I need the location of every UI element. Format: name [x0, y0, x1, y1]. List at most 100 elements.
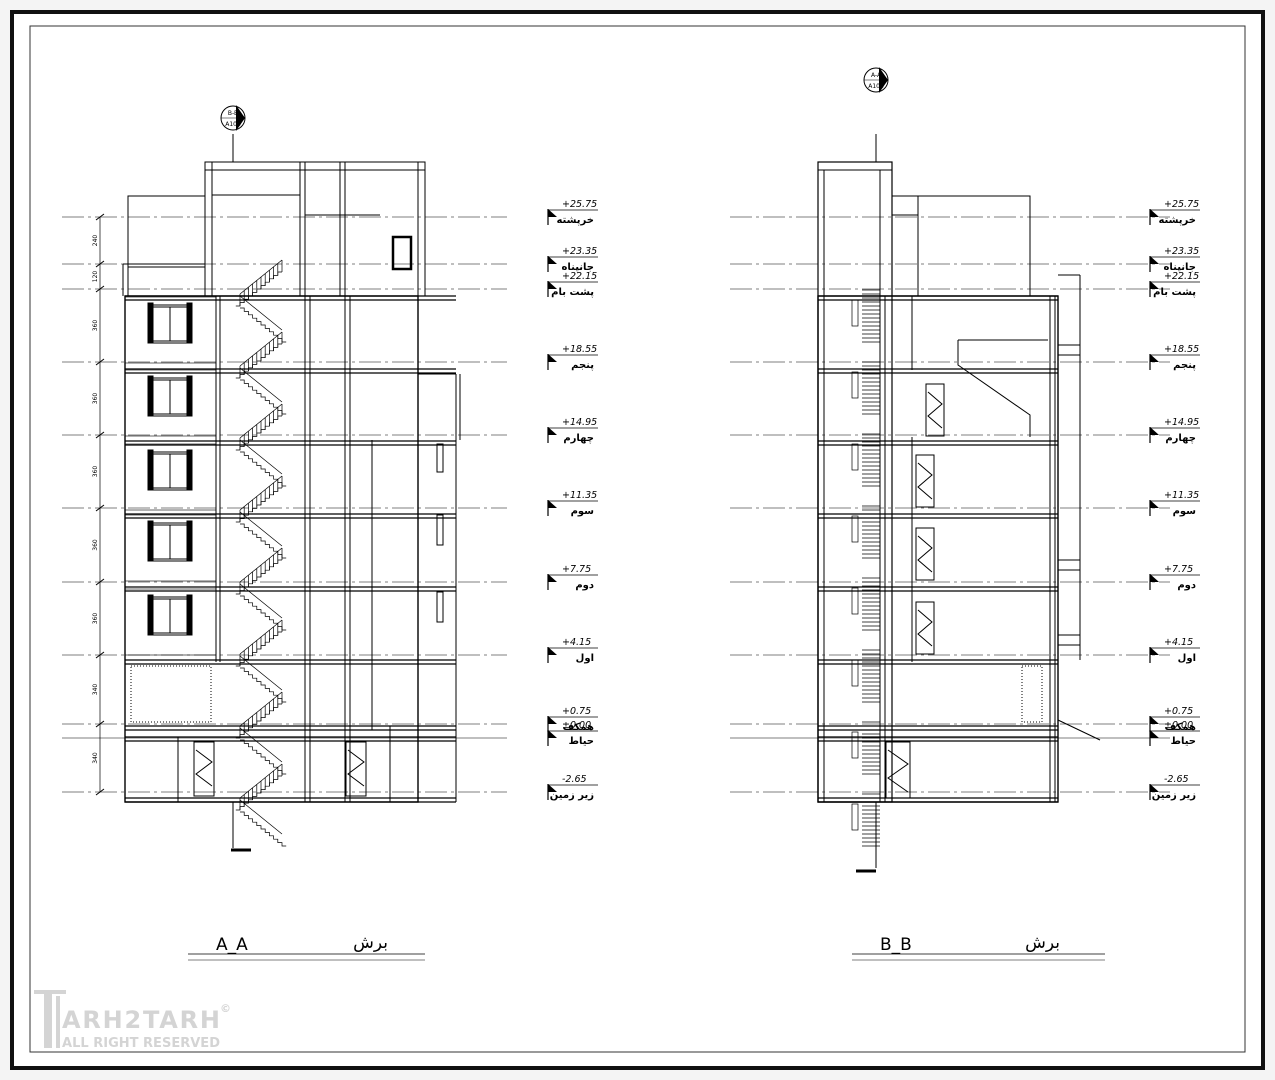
level-name: زیر زمین — [550, 790, 594, 801]
level-value: +23.35 — [562, 246, 597, 257]
stair-flight — [235, 763, 287, 847]
level-value: +18.55 — [1164, 344, 1199, 355]
dimension-label: 360 — [92, 393, 99, 405]
level-name: جانپناه — [1163, 262, 1196, 273]
tag-sheet-label: A103 — [225, 121, 241, 128]
drawing-title: B_B برش — [852, 930, 1105, 961]
watermark-tagline: ALL RIGHT RESERVED — [62, 1036, 220, 1051]
level-name: جانپناه — [561, 262, 594, 273]
level-value: -2.65 — [562, 774, 587, 785]
level-value: +7.75 — [562, 564, 591, 575]
stair-flight — [851, 289, 880, 343]
level-name: پشت بام — [551, 287, 594, 298]
window — [124, 588, 217, 656]
window — [124, 514, 217, 582]
level-name: چهارم — [1165, 433, 1196, 444]
level-marker: +23.35 جانپناه +23.35 جانپناه — [62, 246, 1200, 273]
window — [124, 369, 217, 437]
stair-flight — [235, 403, 287, 487]
level-value: +25.75 — [562, 199, 597, 210]
level-name: پنجم — [1173, 360, 1196, 371]
stair-flight — [851, 793, 880, 847]
dimension-label: 360 — [92, 466, 99, 478]
level-value: +22.15 — [1164, 271, 1199, 282]
level-marker: +22.15 پشت بام +22.15 پشت بام — [62, 271, 1200, 298]
outer-border — [10, 10, 1265, 1070]
level-value: +14.95 — [1164, 417, 1199, 428]
inner-border — [29, 25, 1246, 1053]
level-value: +11.35 — [1164, 490, 1199, 501]
drawing-titles: A_A برش B_B برش — [188, 930, 1105, 961]
level-value: +11.35 — [562, 490, 597, 501]
stair-flight — [235, 691, 287, 775]
level-name: خرپشته — [1158, 215, 1196, 226]
title-code: A_A — [216, 935, 248, 955]
section-tag: A-A A103 — [863, 67, 889, 93]
dimension-label: 360 — [92, 539, 99, 551]
section-b-details — [885, 339, 1081, 799]
level-name: همکف — [563, 722, 594, 733]
level-value: +0.75 — [562, 706, 591, 717]
stair-flight — [851, 433, 880, 487]
level-value: +23.35 — [1164, 246, 1199, 257]
level-name: اول — [1178, 653, 1196, 664]
level-marker: ±0.00 حیاط ±0.00 حیاط — [62, 720, 1200, 747]
tag-top-label: A-A — [871, 72, 882, 79]
watermark-copyright: © — [220, 1002, 231, 1015]
level-name: حیاط — [1171, 736, 1196, 747]
section-tags: B-B A103 A-A A103 — [220, 67, 889, 131]
title-code: B_B — [880, 935, 912, 955]
level-value: ±0.00 — [562, 720, 591, 731]
window — [124, 296, 217, 364]
title-word: برش — [1025, 933, 1060, 953]
tag-top-label: B-B — [228, 110, 238, 117]
level-name: سوم — [571, 506, 595, 517]
watermark-logo: ARH2TARH ALL RIGHT RESERVED © — [34, 990, 231, 1051]
level-value: +22.15 — [562, 271, 597, 282]
level-name: پنجم — [571, 360, 594, 371]
watermark-brand: ARH2TARH — [62, 1006, 220, 1034]
stair-flight — [235, 331, 287, 415]
section-a-floor-slabs — [125, 295, 456, 803]
level-name: دوم — [575, 580, 594, 591]
dimension-label: 360 — [92, 320, 99, 332]
level-value: +0.75 — [1164, 706, 1193, 717]
level-name: حیاط — [569, 736, 594, 747]
level-marker: +0.75 همکف +0.75 همکف — [62, 706, 1200, 733]
title-word: برش — [353, 933, 388, 953]
dimension-label: 120 — [92, 271, 99, 283]
level-value: ±0.00 — [1164, 720, 1193, 731]
dimension-label: 360 — [92, 613, 99, 625]
level-name: همکف — [1165, 722, 1196, 733]
level-marker: +25.75 خرپشته +25.75 خرپشته — [62, 199, 1200, 226]
level-marker: +4.15 اول +4.15 اول — [62, 637, 1200, 664]
level-name: اول — [576, 653, 594, 664]
level-name: پشت بام — [1153, 287, 1196, 298]
drawing-title: A_A برش — [188, 930, 425, 961]
tag-sheet-label: A103 — [868, 83, 884, 90]
level-value: +14.95 — [562, 417, 597, 428]
level-value: +18.55 — [562, 344, 597, 355]
level-value: +7.75 — [1164, 564, 1193, 575]
level-marker: +18.55 پنجم +18.55 پنجم — [62, 344, 1200, 371]
dimension-label: 240 — [92, 235, 99, 247]
level-value: +25.75 — [1164, 199, 1199, 210]
level-name: خرپشته — [556, 215, 594, 226]
level-value: +4.15 — [562, 637, 591, 648]
level-value: +4.15 — [1164, 637, 1193, 648]
section-a-stairs — [235, 259, 287, 847]
section-a-details — [130, 134, 461, 852]
level-markers: +25.75خرپشته+25.75خرپشته+23.35جانپناه+23… — [62, 199, 1200, 801]
section-b-floor-slabs — [818, 295, 1058, 803]
window — [124, 443, 217, 511]
section-b-building — [817, 134, 1101, 873]
dimension-label: 340 — [92, 752, 99, 764]
stair-flight — [851, 505, 880, 559]
stair-flight — [851, 649, 880, 703]
